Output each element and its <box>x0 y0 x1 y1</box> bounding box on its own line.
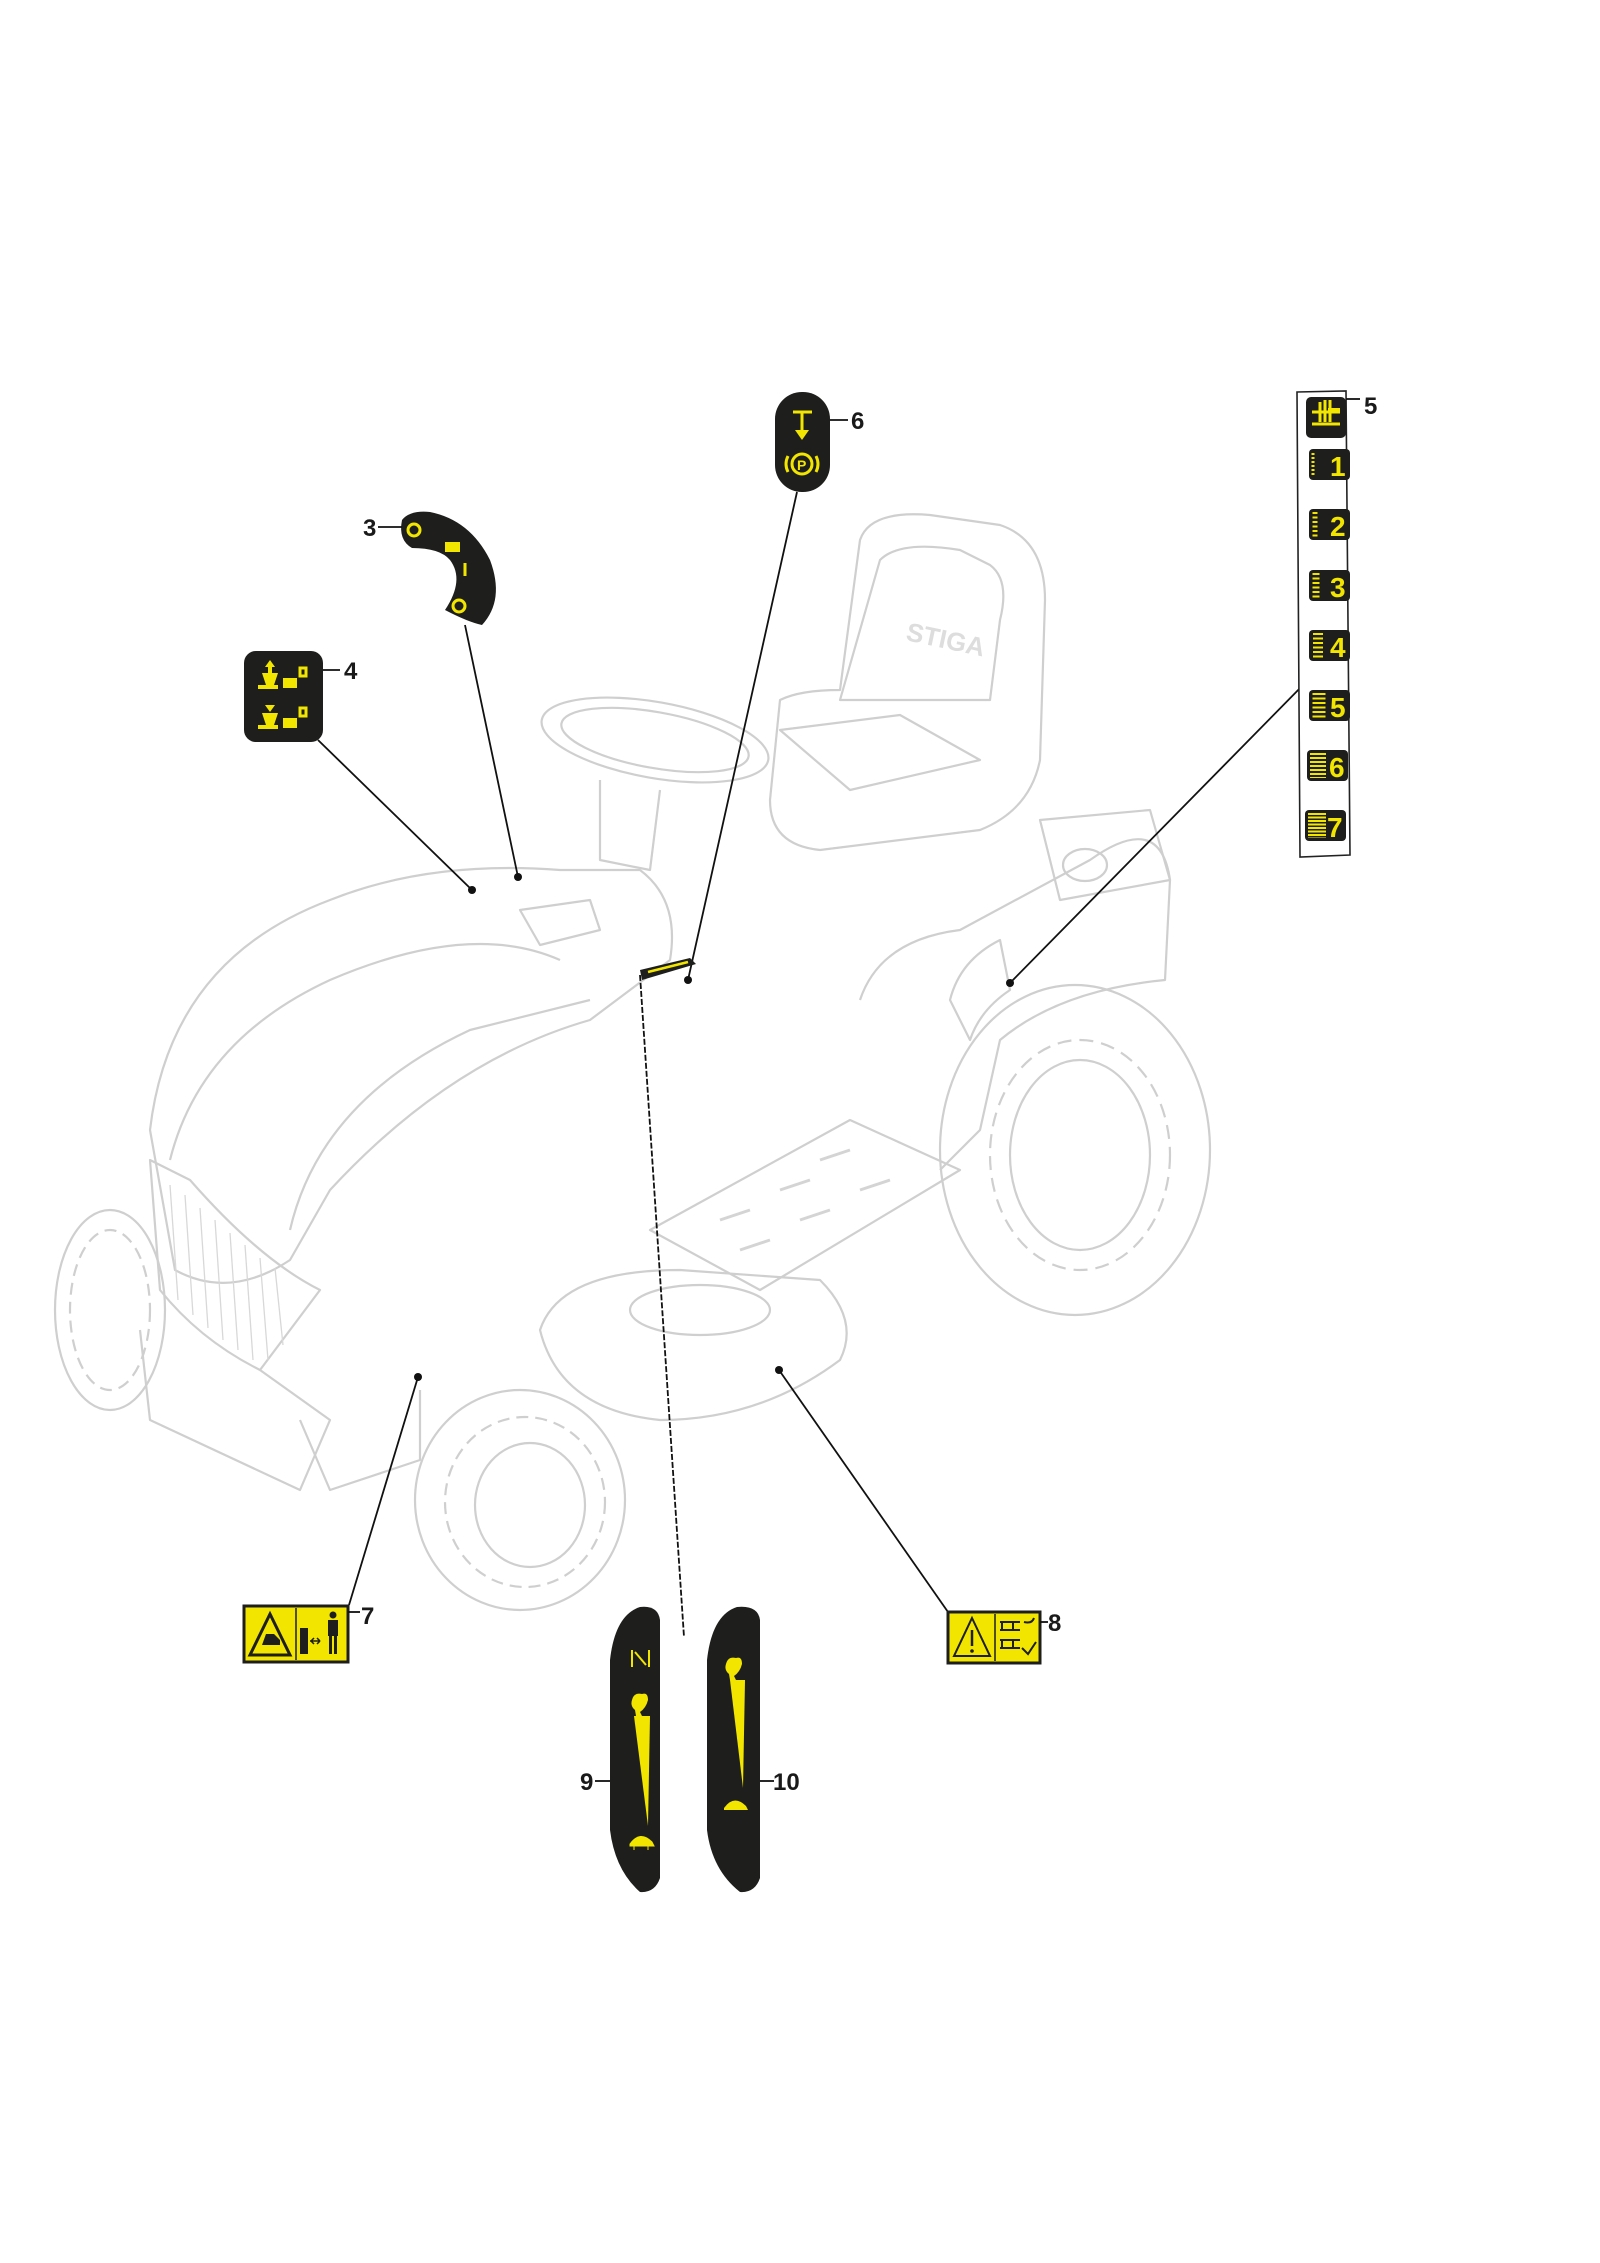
leader-lines <box>317 491 1309 1638</box>
rabbit-fast-icon <box>631 1693 648 1716</box>
decal-8-read-manual-warning[interactable]: 8 <box>946 1610 1061 1665</box>
warning-triangle-icon <box>952 1615 992 1657</box>
callout-7: 7 <box>361 1603 374 1630</box>
svg-text:3: 3 <box>1330 572 1346 603</box>
callout-10: 10 <box>773 1769 800 1796</box>
svg-text:5: 5 <box>1330 692 1346 723</box>
decal-10-speed-control[interactable]: 10 <box>707 1606 800 1893</box>
off-symbol-icon <box>406 522 422 538</box>
brake-pedal-down-icon <box>793 410 812 440</box>
lawn-tractor-outline: STIGA <box>53 513 1212 1612</box>
speed-range-wedge <box>634 1716 650 1826</box>
distance-arrow-icon <box>310 1637 321 1645</box>
height-setting-5: 5 <box>1309 690 1350 723</box>
height-setting-2: 2 <box>1309 509 1350 542</box>
decal-9-speed-control[interactable]: 9 <box>580 1606 660 1893</box>
decal-4-deck-lift[interactable]: 4 <box>244 651 358 742</box>
height-setting-7: 7 <box>1305 810 1346 843</box>
svg-text:1: 1 <box>1330 451 1346 482</box>
parking-brake-icon: P <box>784 452 820 476</box>
svg-text:7: 7 <box>1327 812 1343 843</box>
height-setting-4: 4 <box>1309 630 1350 663</box>
svg-text:2: 2 <box>1330 511 1346 542</box>
svg-text:P: P <box>797 457 806 473</box>
deck-lower-icon <box>258 705 308 729</box>
person-icon <box>328 1611 338 1654</box>
speed-range-wedge <box>730 1680 745 1788</box>
decal-6-parking-brake[interactable]: P 6 <box>775 392 864 492</box>
decal-7-safety-distance[interactable]: 7 <box>242 1603 374 1664</box>
height-setting-3: 3 <box>1309 570 1350 603</box>
callout-6: 6 <box>851 408 864 435</box>
start-engine-icon <box>451 598 467 614</box>
turtle-slow-icon <box>724 1800 748 1810</box>
callout-3: 3 <box>363 515 376 542</box>
callout-9: 9 <box>580 1769 593 1796</box>
svg-text:6: 6 <box>1329 752 1345 783</box>
brand-logo: STIGA <box>904 617 988 663</box>
cutting-height-icon <box>1312 400 1340 426</box>
height-setting-1: 1 <box>1309 449 1350 482</box>
manual-icon <box>1000 1617 1037 1656</box>
height-setting-6: 6 <box>1307 750 1348 783</box>
callout-8: 8 <box>1048 1610 1061 1637</box>
neutral-icon <box>631 1650 650 1667</box>
callout-5: 5 <box>1364 393 1377 420</box>
warning-triangle-icon <box>247 1610 293 1657</box>
svg-text:4: 4 <box>1330 632 1346 663</box>
decal-3-ignition-switch[interactable]: 3 <box>363 511 496 625</box>
rabbit-fast-icon <box>725 1657 742 1680</box>
lights-icon <box>445 542 460 552</box>
turtle-slow-icon <box>629 1836 655 1850</box>
callout-4: 4 <box>344 658 358 685</box>
decal-5-cutting-height[interactable]: 5 1 2 3 4 5 6 <box>1296 390 1377 858</box>
deck-raise-icon <box>258 660 308 689</box>
